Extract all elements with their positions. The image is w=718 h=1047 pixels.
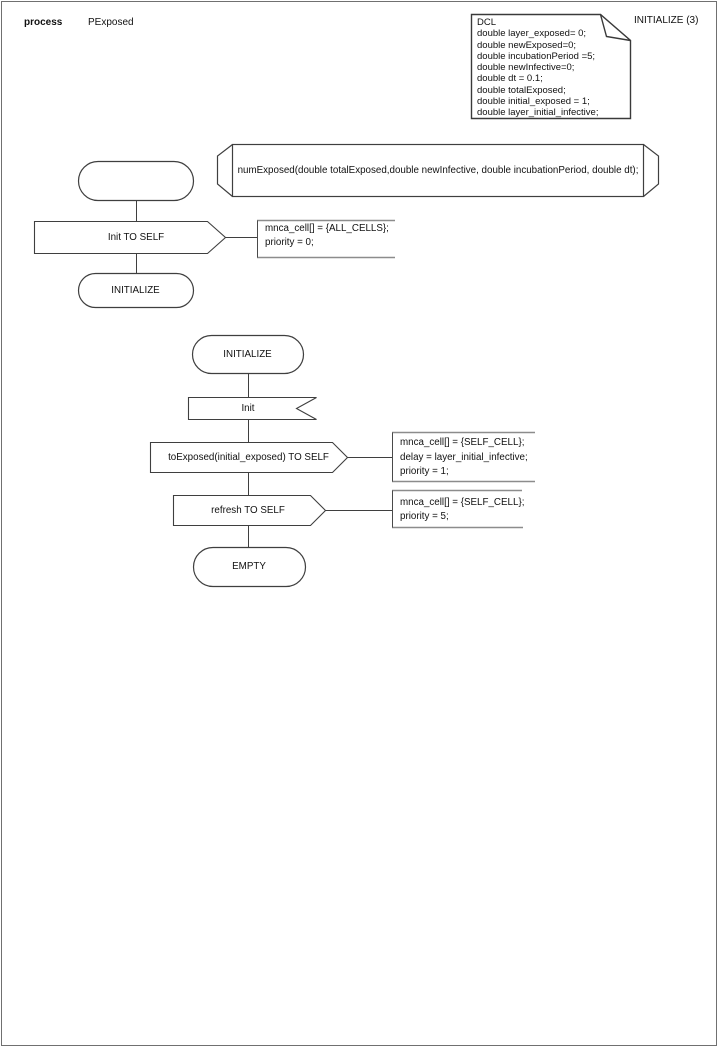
process-name: PExposed bbox=[88, 17, 134, 28]
dcl-line: double dt = 0.1; bbox=[477, 73, 543, 85]
comment-line: priority = 1; bbox=[400, 466, 449, 478]
comment2-bracket[interactable] bbox=[392, 431, 535, 483]
state-empty-shape[interactable] bbox=[192, 546, 307, 588]
input-init-label: Init bbox=[241, 403, 255, 414]
comment-line: delay = layer_initial_infective; bbox=[400, 451, 528, 463]
state-initialize-shape[interactable] bbox=[77, 272, 195, 309]
state2-initialize-label: INITIALIZE bbox=[223, 348, 272, 360]
dcl-note-shape[interactable] bbox=[470, 13, 632, 120]
comment-self-cell-priority: mnca_cell[] = {SELF_CELL}; priority = 5; bbox=[400, 496, 524, 524]
procedure-signature-label: numExposed(double totalExposed,double ne… bbox=[237, 164, 639, 176]
dcl-line: double newExposed=0; bbox=[477, 39, 577, 51]
output-refresh-label: refresh TO SELF bbox=[211, 505, 285, 516]
output-refresh-shape[interactable] bbox=[172, 494, 327, 527]
page-label: INITIALIZE (3) bbox=[634, 15, 699, 26]
state2-initialize-shape[interactable] bbox=[191, 334, 305, 375]
comment-line: priority = 0; bbox=[265, 237, 314, 249]
flow1-connectors bbox=[136, 200, 258, 274]
comment-all-cells: mnca_cell[] = {ALL_CELLS}; priority = 0; bbox=[265, 222, 389, 250]
dcl-line: DCL bbox=[477, 17, 497, 28]
dcl-line: double layer_initial_infective; bbox=[477, 107, 599, 119]
start-state-shape[interactable] bbox=[77, 160, 195, 202]
comment3-bracket[interactable] bbox=[392, 489, 523, 529]
dcl-line: double totalExposed; bbox=[477, 84, 566, 96]
comment-line: priority = 5; bbox=[400, 511, 449, 523]
dcl-line: double initial_exposed = 1; bbox=[477, 96, 590, 108]
state-initialize-label: INITIALIZE bbox=[111, 284, 160, 296]
comment-line: mnca_cell[] = {SELF_CELL}; bbox=[400, 437, 525, 448]
output-toexposed-label: toExposed(initial_exposed) TO SELF bbox=[168, 452, 329, 463]
dcl-declarations: DCL double layer_exposed= 0; double newE… bbox=[477, 17, 627, 119]
dcl-line: double newInfective=0; bbox=[477, 62, 575, 74]
comment-self-cell-delay: mnca_cell[] = {SELF_CELL}; delay = layer… bbox=[400, 436, 528, 480]
output-init-to-self-label: Init TO SELF bbox=[107, 231, 165, 243]
comment1-bracket[interactable] bbox=[257, 219, 395, 259]
output-toexposed-shape[interactable] bbox=[149, 441, 349, 474]
comment-line: mnca_cell[] = {ALL_CELLS}; bbox=[265, 223, 389, 234]
procedure-shape[interactable] bbox=[216, 143, 660, 198]
comment-line: mnca_cell[] = {SELF_CELL}; bbox=[400, 497, 525, 508]
flow2-connectors bbox=[248, 373, 393, 548]
input-init-shape[interactable] bbox=[187, 396, 317, 421]
dcl-line: double layer_exposed= 0; bbox=[477, 28, 587, 40]
process-kind-label: process bbox=[24, 17, 63, 28]
dcl-line: double incubationPeriod =5; bbox=[477, 50, 596, 62]
output-init-to-self-shape[interactable] bbox=[33, 220, 227, 255]
state-empty-label: EMPTY bbox=[232, 561, 266, 572]
